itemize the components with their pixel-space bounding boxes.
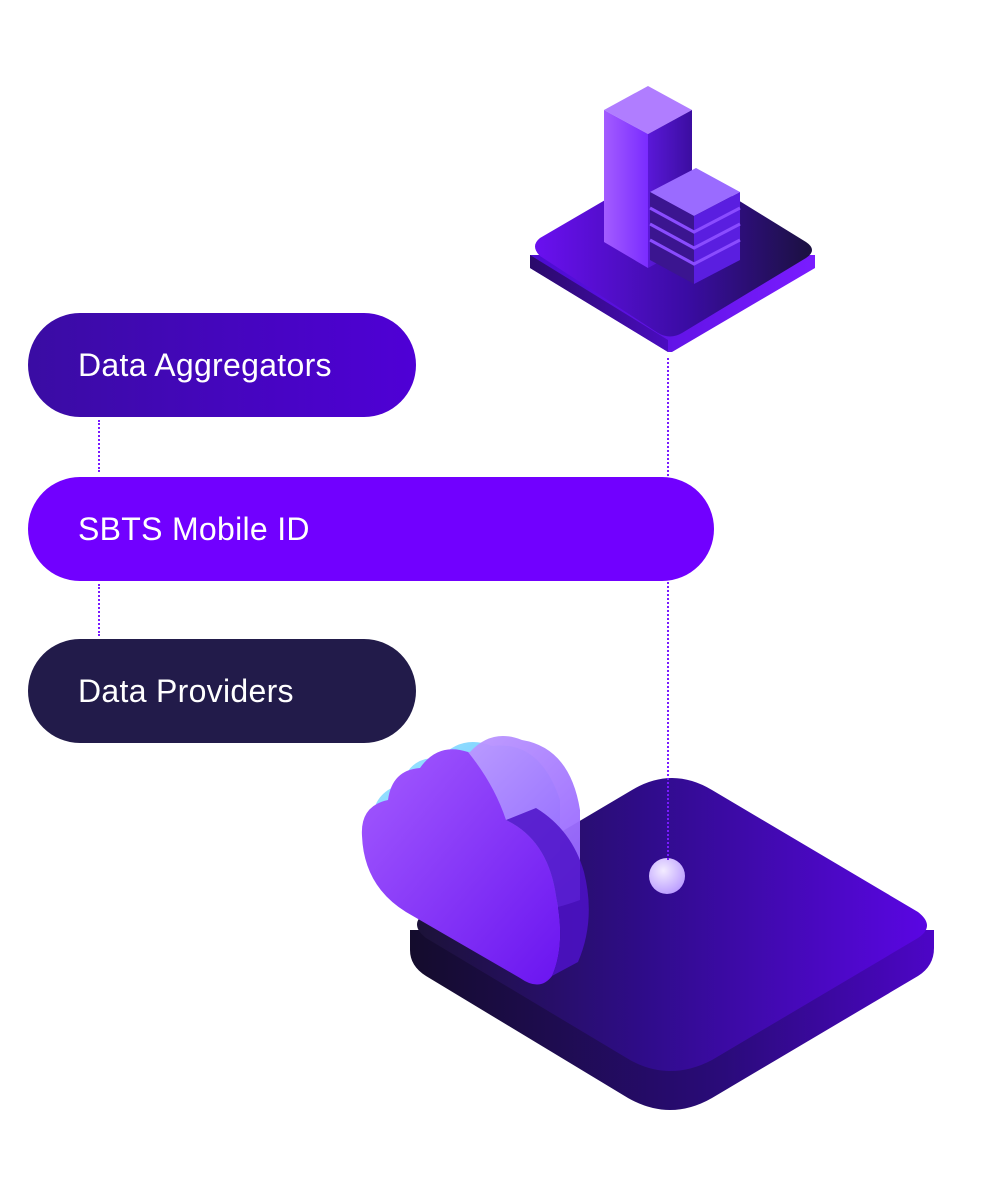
connector-sbts-providers [98,584,100,636]
server-building-platform-icon [530,86,815,352]
data-providers-label: Data Providers [78,672,294,709]
connection-node-icon [649,858,685,894]
connector-aggregators-sbts [98,420,100,472]
sbts-mobile-id-label: SBTS Mobile ID [78,510,310,547]
connector-server-sbts [667,358,669,476]
data-aggregators-label: Data Aggregators [78,346,332,383]
sbts-mobile-id-pill: SBTS Mobile ID [28,477,714,581]
cloud-platform-icon [361,736,934,1110]
connector-sbts-cloud [667,582,669,860]
data-aggregators-pill: Data Aggregators [28,313,416,417]
data-providers-pill: Data Providers [28,639,416,743]
